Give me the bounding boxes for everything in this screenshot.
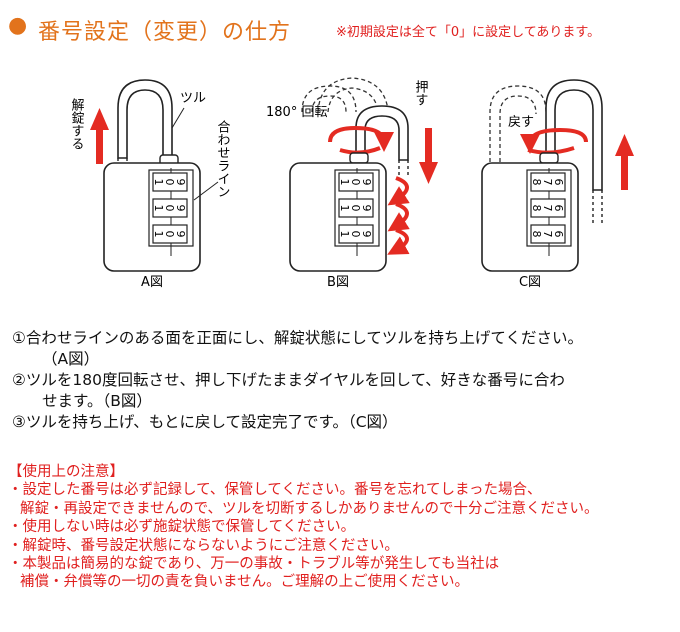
dial-a-3: 1 0 9 bbox=[152, 224, 188, 244]
caution-line: ・使用しない時は必ず施錠状態で保管してください。 bbox=[8, 519, 356, 536]
dial-b-3: 1 0 9 bbox=[338, 224, 374, 244]
dials-b: 1 0 9 1 0 9 1 0 9 bbox=[338, 172, 374, 244]
digit: 0 bbox=[349, 231, 362, 238]
digit: 7 bbox=[541, 205, 554, 212]
dial-a-2: 1 0 9 bbox=[152, 198, 188, 218]
dial-a-1: 1 0 9 bbox=[152, 172, 188, 192]
caption-c: C図 bbox=[519, 275, 541, 290]
return-arrow-icon bbox=[520, 127, 588, 154]
digit: 9 bbox=[360, 231, 373, 238]
digit: 8 bbox=[530, 179, 543, 186]
up-arrow-icon bbox=[90, 108, 109, 164]
digit: 0 bbox=[349, 179, 362, 186]
step-1-ref: （A図） bbox=[42, 350, 100, 368]
dial-turn-arrows-icon bbox=[387, 176, 410, 255]
caption-b: B図 bbox=[327, 275, 349, 290]
rotate-arrow-icon bbox=[328, 125, 394, 152]
digit: 0 bbox=[349, 205, 362, 212]
dials-c: 8 7 6 8 7 6 8 7 6 bbox=[530, 172, 566, 244]
dials-a: 1 0 9 1 0 9 1 0 9 bbox=[152, 172, 188, 244]
up-arrow-icon bbox=[615, 134, 634, 190]
bullet-icon: ● bbox=[8, 13, 28, 38]
caution-line: 解錠・再設定できませんので、ツルを切断するしかありませんので十分ご注意ください。 bbox=[20, 500, 599, 517]
label-press: 押す bbox=[413, 80, 429, 106]
step-1: ①合わせラインのある面を正面にし、解錠状態にしてツルを持ち上げてください。 bbox=[12, 329, 583, 347]
label-return: 戻す bbox=[508, 115, 534, 130]
label-align: 合わせライン bbox=[215, 120, 231, 198]
digit: 9 bbox=[174, 205, 187, 212]
digit: 1 bbox=[152, 179, 165, 186]
step-2: ②ツルを180度回転させ、押し下げたままダイヤルを回して、好きな番号に合わ bbox=[12, 371, 565, 389]
digit: 6 bbox=[552, 205, 565, 212]
caption-a: A図 bbox=[141, 275, 163, 290]
step-2-cont: せます。（B図） bbox=[42, 392, 152, 410]
digit: 9 bbox=[360, 179, 373, 186]
caution-line: ・解錠時、番号設定状態にならないようにご注意ください。 bbox=[8, 537, 399, 554]
digit: 7 bbox=[541, 179, 554, 186]
instruction-steps: ①合わせラインのある面を正面にし、解錠状態にしてツルを持ち上げてください。 （A… bbox=[12, 328, 677, 433]
dial-c-2: 8 7 6 bbox=[530, 198, 566, 218]
instruction-figures: 解錠する 1 0 9 bbox=[69, 77, 634, 290]
digit: 1 bbox=[338, 205, 351, 212]
figure-a: 解錠する 1 0 9 bbox=[69, 79, 231, 290]
digit: 0 bbox=[163, 231, 176, 238]
digit: 0 bbox=[163, 179, 176, 186]
shackle bbox=[117, 79, 173, 159]
caution-line: ・設定した番号は必ず記録して、保管してください。番号を忘れてしまった場合、 bbox=[8, 482, 542, 499]
page-title: 番号設定（変更）の仕方 bbox=[38, 20, 292, 45]
digit: 8 bbox=[530, 231, 543, 238]
digit: 1 bbox=[338, 231, 351, 238]
dial-b-2: 1 0 9 bbox=[338, 198, 374, 218]
label-shackle: ツル bbox=[180, 91, 206, 106]
caution-section: 【使用上の注意】 ・設定した番号は必ず記録して、保管してください。番号を忘れてし… bbox=[8, 463, 678, 592]
dial-c-3: 8 7 6 bbox=[530, 224, 566, 244]
figure-c: 戻す 8 7 6 8 7 6 bbox=[481, 79, 634, 290]
digit: 0 bbox=[163, 205, 176, 212]
caution-line: ・本製品は簡易的な錠であり、万一の事故・トラブル等が発生しても当社は bbox=[8, 556, 500, 573]
digit: 9 bbox=[360, 205, 373, 212]
digit: 9 bbox=[174, 179, 187, 186]
digit: 8 bbox=[530, 205, 543, 212]
down-arrow-icon bbox=[419, 128, 438, 184]
dial-b-1: 1 0 9 bbox=[338, 172, 374, 192]
label-release: 解錠する bbox=[69, 98, 85, 150]
label-rotate: 180° 回転 bbox=[266, 105, 327, 120]
step-3: ③ツルを持ち上げ、もとに戻して設定完了です。（C図） bbox=[12, 413, 398, 431]
figure-b: 180° 回転 押す 1 0 9 1 0 bbox=[266, 77, 438, 290]
digit: 1 bbox=[338, 179, 351, 186]
digit: 1 bbox=[152, 231, 165, 238]
digit: 1 bbox=[152, 205, 165, 212]
digit: 7 bbox=[541, 231, 554, 238]
caution-line: 補償・弁償等の一切の責を負いません。ご理解の上ご使用ください。 bbox=[20, 574, 470, 591]
dial-c-1: 8 7 6 bbox=[530, 172, 566, 192]
initial-setting-note: ※初期設定は全て「0」に設定してあります。 bbox=[336, 25, 601, 40]
digit: 6 bbox=[552, 231, 565, 238]
digit: 6 bbox=[552, 179, 565, 186]
digit: 9 bbox=[174, 231, 187, 238]
caution-heading: 【使用上の注意】 bbox=[8, 464, 124, 480]
header: ● 番号設定（変更）の仕方 ※初期設定は全て「0」に設定してあります。 bbox=[8, 10, 678, 45]
